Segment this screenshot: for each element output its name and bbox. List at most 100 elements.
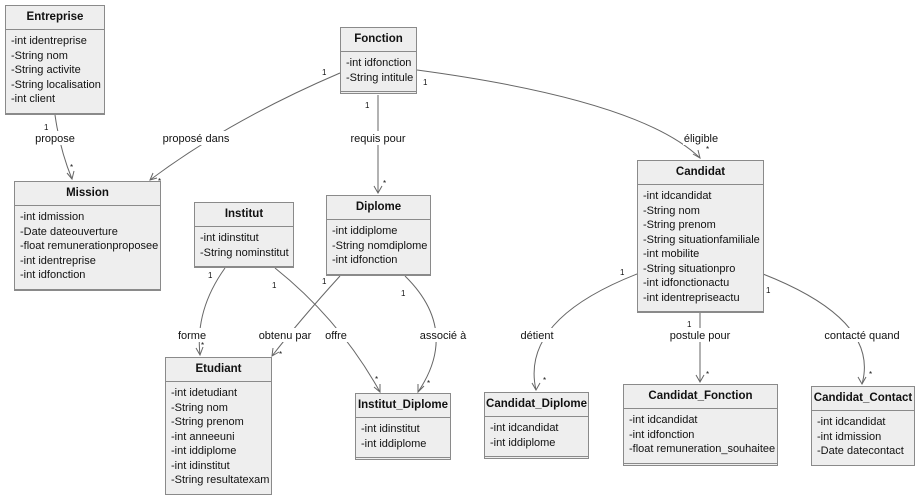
attribute: -int iddiplome — [332, 225, 398, 237]
multiplicity-to: * — [279, 350, 282, 359]
relation-forme: forme 1 * — [176, 267, 226, 357]
attribute: -int idcandidat — [817, 416, 886, 428]
attribute: -int idmission — [817, 430, 882, 443]
class-candidat: Candidat -int idcandidat -String nom -St… — [637, 160, 764, 313]
class-attributes: -int idinstitut -int iddiplome — [356, 418, 450, 458]
class-operations — [624, 464, 777, 471]
attribute: -int idinstitut — [361, 423, 420, 435]
class-mission: Mission -int idmission -Date dateouvertu… — [14, 181, 161, 291]
class-operations — [327, 275, 430, 282]
class-attributes: -int idfonction -String intitule — [341, 52, 416, 92]
relation-detient: détient 1 * — [518, 268, 638, 392]
multiplicity-from: 1 — [687, 320, 692, 329]
attribute: -int iddiplome — [171, 445, 237, 457]
relation-obtenu-par: obtenu par 1 * — [257, 275, 341, 359]
class-attributes: -int idcandidat -int idmission -Date dat… — [812, 411, 914, 466]
class-name: Institut_Diplome — [356, 394, 450, 418]
class-operations — [485, 457, 588, 464]
class-entreprise: Entreprise -int identreprise -String nom… — [5, 5, 105, 115]
relation-label: requis pour — [350, 133, 405, 145]
class-attributes: -int idcandidat -int iddiplome — [485, 417, 588, 457]
class-attributes: -int identreprise -String nom -String ac… — [6, 30, 104, 114]
attribute: -String situationpro — [643, 262, 736, 275]
attribute: -String localisation — [11, 78, 101, 91]
multiplicity-from: 1 — [272, 281, 277, 290]
attribute: -String nom — [643, 204, 700, 217]
relation-propose: propose 1 * — [33, 114, 77, 181]
attribute: -String nom — [171, 401, 228, 414]
relation-label: postule pour — [670, 330, 731, 342]
class-name: Diplome — [327, 196, 430, 220]
class-operations — [166, 495, 271, 502]
multiplicity-to: * — [201, 341, 204, 350]
class-attributes: -int idcandidat -int idfonction -float r… — [624, 409, 777, 464]
attribute: -String situationfamiliale — [643, 233, 760, 246]
attribute: -float remunerationproposee — [20, 240, 159, 252]
class-name: Candidat_Fonction — [624, 385, 777, 409]
relation-label: associé à — [420, 330, 467, 342]
class-fonction: Fonction -int idfonction -String intitul… — [340, 27, 417, 94]
multiplicity-from: 1 — [322, 277, 327, 286]
multiplicity-from: 1 — [322, 68, 327, 77]
attribute: -int idfonction — [629, 428, 695, 441]
attribute: -int idmission — [20, 211, 85, 223]
class-operations — [195, 267, 293, 274]
relation-label: propose — [35, 133, 75, 145]
class-operations — [15, 290, 160, 297]
relation-propose-dans: proposé dans 1 * — [149, 68, 341, 186]
class-attributes: -int idmission -Date dateouverture -floa… — [15, 206, 160, 290]
attribute: -int identreprise — [20, 254, 96, 267]
class-name: Candidat — [638, 161, 763, 185]
relation-label: détient — [520, 330, 553, 342]
class-diplome: Diplome -int iddiplome -String nomdiplom… — [326, 195, 431, 276]
attribute: -String resultatexam — [171, 474, 270, 486]
relation-associe-a: associé à 1 * — [401, 275, 468, 394]
multiplicity-to: * — [383, 179, 386, 188]
multiplicity-to: * — [70, 163, 73, 172]
attribute: -int idinstitut — [200, 232, 259, 244]
class-candidat-diplome: Candidat_Diplome -int idcandidat -int id… — [484, 392, 589, 459]
relation-requis-pour: requis pour 1 * — [348, 95, 408, 195]
multiplicity-from: 1 — [620, 268, 625, 277]
multiplicity-to: * — [706, 370, 709, 379]
class-operations — [812, 466, 914, 473]
attribute: -int iddiplome — [361, 437, 427, 450]
attribute: -int identrepriseactu — [643, 291, 740, 304]
class-name: Candidat_Contact — [812, 387, 914, 411]
attribute: -int client — [11, 93, 56, 105]
multiplicity-to: * — [869, 370, 872, 379]
relation-label: forme — [178, 330, 206, 342]
attribute: -String nomdiplome — [332, 239, 428, 252]
class-name: Fonction — [341, 28, 416, 52]
multiplicity-from: 1 — [44, 123, 49, 132]
attribute: -int idfonction — [20, 269, 86, 281]
class-candidat-contact: Candidat_Contact -int idcandidat -int id… — [811, 386, 915, 466]
class-operations — [341, 92, 416, 99]
relation-eligible: éligible 1 * — [416, 69, 719, 160]
class-institut-diplome: Institut_Diplome -int idinstitut -int id… — [355, 393, 451, 460]
class-name: Entreprise — [6, 6, 104, 30]
class-name: Candidat_Diplome — [485, 393, 588, 417]
relation-label: proposé dans — [163, 133, 230, 145]
class-attributes: -int idetudiant -String nom -String pren… — [166, 382, 271, 495]
relation-label: éligible — [684, 133, 718, 145]
multiplicity-to: * — [543, 376, 546, 385]
class-operations — [6, 114, 104, 121]
attribute: -String nom — [11, 49, 68, 62]
attribute: -int iddiplome — [490, 436, 556, 449]
class-attributes: -int idcandidat -String nom -String pren… — [638, 185, 763, 312]
class-name: Mission — [15, 182, 160, 206]
relation-contacte-quand: contacté quand 1 * — [762, 273, 902, 386]
class-name: Institut — [195, 203, 293, 227]
attribute: -String activite — [11, 64, 81, 76]
attribute: -String intitule — [346, 71, 414, 84]
relation-offre: offre 1 * — [272, 267, 381, 394]
attribute: -String nominstitut — [200, 246, 289, 259]
multiplicity-from: 1 — [208, 271, 213, 280]
class-attributes: -int iddiplome -String nomdiplome -int i… — [327, 220, 430, 275]
multiplicity-to: * — [375, 375, 378, 384]
attribute: -int idfonctionactu — [643, 277, 730, 289]
relation-label: contacté quand — [824, 330, 899, 342]
